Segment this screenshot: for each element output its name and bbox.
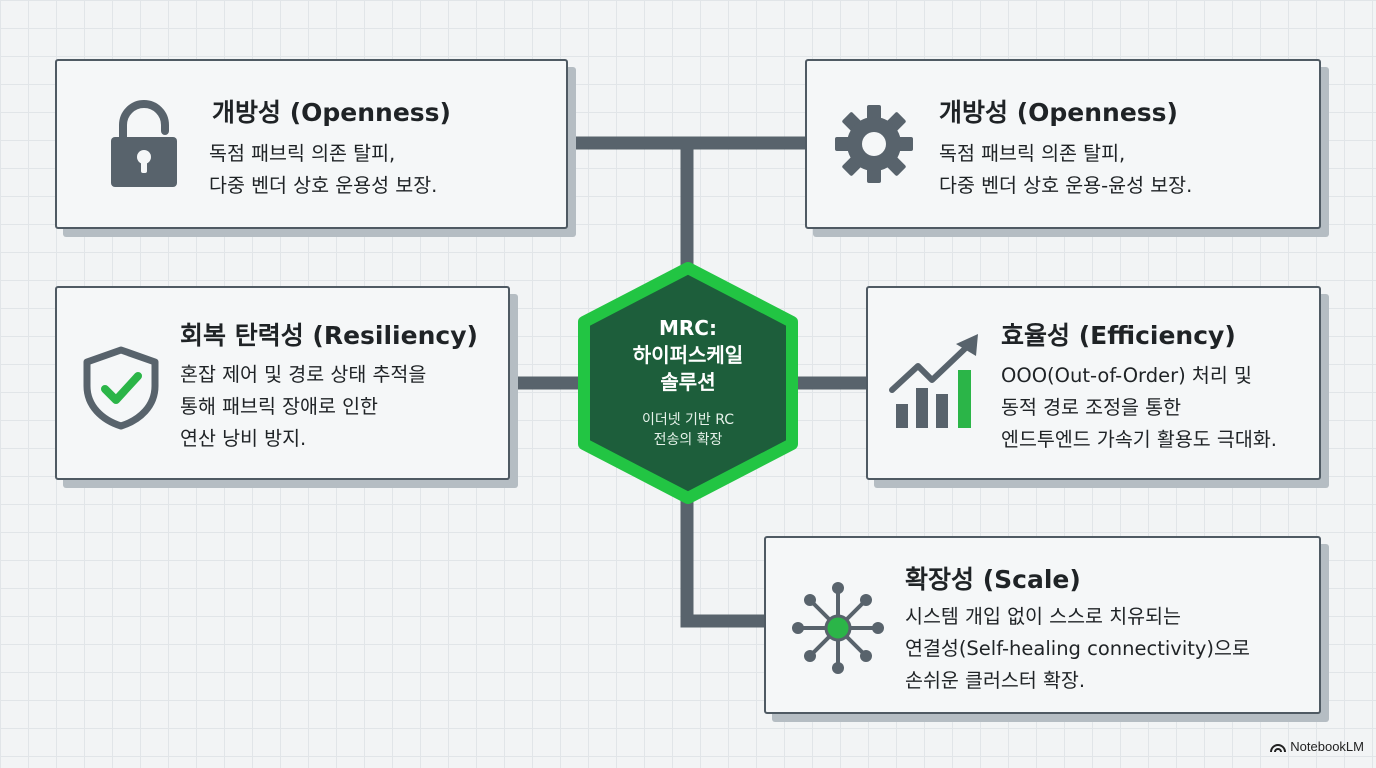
card-line: 독점 패브릭 의존 탈피, (209, 142, 396, 165)
card-line: 다중 벤더 상호 운용-윤성 보장. (939, 174, 1193, 197)
brand-label: NotebookLM (1290, 739, 1364, 754)
card-description: 혼잡 제어 및 경로 상태 추적을 통해 패브릭 장애로 인한 연산 낭비 방지… (180, 359, 426, 455)
card-description: 독점 패브릭 의존 탈피, 다중 벤더 상호 운용성 보장. (209, 138, 437, 202)
card-line: 연결성(Self-healing connectivity)으로 (905, 637, 1250, 660)
hub-title-line: 하이퍼스케일 (632, 343, 744, 367)
lock-icon (111, 100, 177, 187)
card-line: OOO(Out-of-Order) 처리 및 (1001, 364, 1252, 387)
card-description: 독점 패브릭 의존 탈피, 다중 벤더 상호 운용-윤성 보장. (939, 138, 1192, 202)
card-line: 통해 패브릭 장애로 인한 (180, 395, 378, 418)
hub-title: MRC: 하이퍼스케일 솔루션 (578, 315, 798, 396)
hub-subtitle-line: 전송의 확장 (653, 432, 723, 448)
card-line: 엔드투엔드 가속기 활용도 극대화. (1001, 428, 1277, 451)
card-title: 효율성 (Efficiency) (1001, 321, 1236, 350)
card-line: 동적 경로 조정을 통한 (1001, 396, 1182, 419)
hub: MRC: 하이퍼스케일 솔루션 이더넷 기반 RC 전송의 확장 (578, 260, 798, 506)
gear-icon (835, 105, 913, 183)
hub-subtitle: 이더넷 기반 RC 전송의 확장 (578, 410, 798, 450)
hub-title-line: MRC: (659, 316, 717, 340)
hub-hexagon (578, 262, 798, 504)
network-hub-icon (792, 582, 884, 674)
card-line: 다중 벤더 상호 운용성 보장. (209, 174, 438, 197)
growth-chart-icon (889, 334, 978, 428)
hub-subtitle-line: 이더넷 기반 RC (641, 412, 735, 428)
openness-card-right: 개방성 (Openness) 독점 패브릭 의존 탈피, 다중 벤더 상호 운용… (805, 59, 1321, 229)
connector-bottom (680, 496, 766, 628)
card-line: 혼잡 제어 및 경로 상태 추적을 (180, 363, 427, 386)
card-title: 개방성 (Openness) (939, 98, 1178, 127)
card-line: 시스템 개입 없이 스스로 치유되는 (905, 605, 1181, 628)
card-description: 시스템 개입 없이 스스로 치유되는 연결성(Self-healing conn… (905, 601, 1250, 697)
openness-card-left: 개방성 (Openness) 독점 패브릭 의존 탈피, 다중 벤더 상호 운용… (55, 59, 568, 229)
hub-title-line: 솔루션 (660, 370, 716, 394)
scale-card: 확장성 (Scale) 시스템 개입 없이 스스로 치유되는 연결성(Self-… (764, 536, 1321, 714)
resiliency-card: 회복 탄력성 (Resiliency) 혼잡 제어 및 경로 상태 추적을 통해… (55, 286, 510, 480)
card-line: 연산 낭비 방지. (180, 427, 307, 450)
shield-check-icon (83, 346, 159, 430)
notebooklm-logo-icon (1270, 743, 1287, 752)
card-title: 회복 탄력성 (Resiliency) (180, 321, 478, 350)
card-title: 확장성 (Scale) (905, 565, 1081, 594)
efficiency-card: 효율성 (Efficiency) OOO(Out-of-Order) 처리 및 … (866, 286, 1321, 480)
card-description: OOO(Out-of-Order) 처리 및 동적 경로 조정을 통한 엔드투엔… (1001, 360, 1277, 456)
card-title: 개방성 (Openness) (212, 98, 451, 127)
card-line: 손쉬운 클러스터 확장. (905, 669, 1086, 692)
notebooklm-watermark: NotebookLM (1270, 739, 1364, 754)
card-line: 독점 패브릭 의존 탈피, (939, 142, 1126, 165)
